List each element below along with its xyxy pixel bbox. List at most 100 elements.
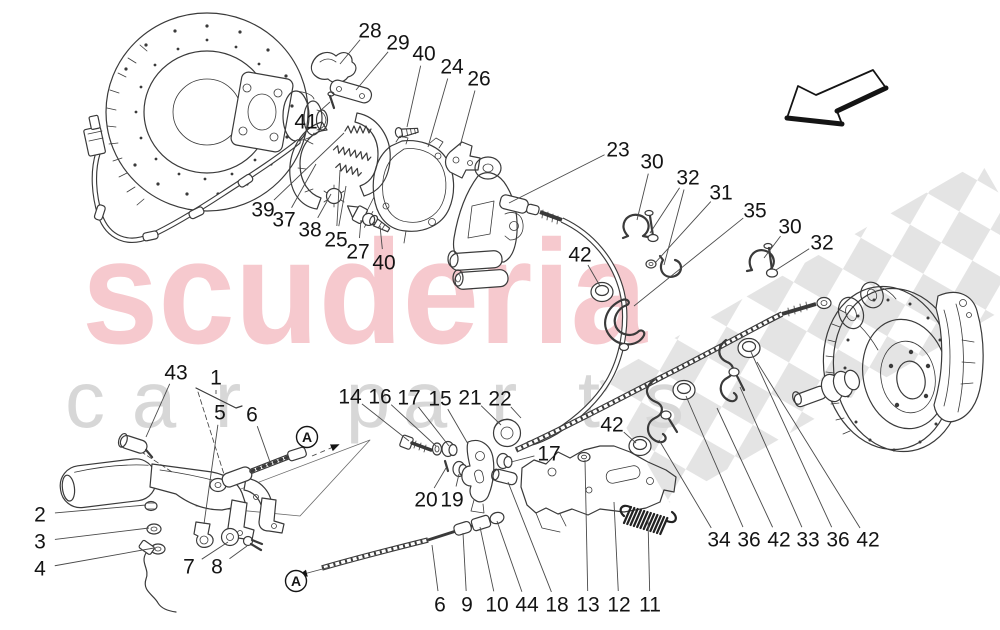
abs-sensor-cable: [83, 114, 301, 243]
checkered-flag-watermark: [599, 161, 1000, 503]
part-number-label: 11: [639, 594, 661, 617]
leader-line: [587, 264, 601, 287]
leader-line: [663, 189, 685, 266]
cable-guide-hardware: [628, 337, 761, 457]
part-number-label: 23: [606, 139, 629, 162]
watermark-letter: t: [578, 355, 600, 444]
leader-line: [317, 101, 331, 114]
leader-line: [510, 455, 535, 463]
suspension-knuckle: [447, 156, 524, 290]
front-brake-disc: [83, 12, 329, 243]
part-number-label: 40: [372, 252, 395, 275]
leader-line: [145, 383, 171, 438]
brake-shoe-assembly: [289, 51, 481, 244]
part-number-label: 30: [640, 151, 663, 174]
leader-line: [739, 386, 803, 528]
part-number-label: 28: [358, 20, 381, 43]
part-number-label: 40: [412, 43, 435, 66]
cable-equalizer: [399, 418, 522, 514]
leader-line: [647, 518, 651, 592]
washer: [220, 527, 240, 547]
part-number-label: 32: [810, 232, 833, 255]
watermark-letter: a: [403, 355, 448, 444]
bolt: [369, 214, 391, 233]
leader-line: [654, 201, 712, 264]
leader-line: [613, 501, 619, 592]
watermark-letter: a: [132, 355, 177, 444]
leader-line: [462, 532, 467, 592]
leader-line: [256, 426, 271, 463]
washer: [431, 442, 443, 456]
part-number-label: 12: [607, 594, 630, 617]
leader-line: [54, 504, 147, 514]
stub-axle: [792, 369, 861, 408]
rear-brake-disc: [792, 281, 984, 453]
part-number-label: 41: [294, 111, 317, 134]
leader-line: [54, 547, 155, 567]
part-number-label: 42: [767, 529, 790, 552]
ferrule: [453, 520, 472, 536]
nut: [489, 511, 505, 525]
part-number-label: 6: [246, 404, 258, 427]
leader-line: [317, 193, 332, 219]
leader-line: [510, 406, 522, 419]
leader-line: [379, 225, 383, 250]
switch-wire: [138, 539, 177, 613]
leader-line: [203, 424, 219, 525]
leader-line: [361, 403, 410, 442]
leader-line: [406, 65, 422, 128]
bolt: [660, 410, 672, 420]
part-number-label: 19: [440, 489, 463, 512]
leader-line: [390, 404, 437, 447]
return-spring-upper: [344, 125, 372, 134]
leader-line: [649, 187, 680, 234]
leader-line: [455, 473, 460, 487]
tie-rod: [195, 387, 243, 409]
clevis: [193, 521, 214, 548]
retainer-hook: [604, 298, 646, 346]
cable-clips: [590, 209, 779, 352]
brake-shoe-right: [354, 112, 391, 197]
part-number-label: 27: [346, 241, 369, 264]
handbrake-cable-rear: [514, 296, 832, 453]
adjuster-star-wheel: [323, 184, 345, 208]
part-number-label: 35: [743, 200, 766, 223]
leader-line: [338, 185, 347, 227]
leader-line: [418, 406, 450, 447]
part-number-label: 25: [324, 229, 347, 252]
leader-line: [507, 481, 552, 593]
part-number-label: 36: [737, 529, 760, 552]
washer: [146, 523, 162, 535]
section-marker-label: A: [291, 573, 301, 589]
part-number-label: 44: [515, 594, 539, 617]
part-number-label: 8: [211, 556, 223, 579]
leader-line: [355, 51, 389, 91]
front-cable: [209, 446, 307, 493]
leader-line: [716, 407, 773, 528]
pin: [327, 91, 336, 110]
brake-shoe-left: [289, 121, 328, 210]
part-number-label: 31: [709, 182, 732, 205]
part-number-label: 7: [183, 556, 195, 579]
leader-line: [763, 235, 781, 259]
part-number-label: 2: [34, 504, 46, 527]
section-marker-circle: [284, 569, 308, 593]
part-number-label: 4: [34, 558, 46, 581]
hook-lever: [718, 338, 738, 403]
leader-line: [433, 467, 447, 489]
leader-line: [775, 248, 810, 271]
part-number-label: 36: [826, 529, 849, 552]
leader-line: [447, 408, 469, 445]
section-marker-layer: AA: [284, 425, 340, 593]
part-number-label: 24: [440, 56, 464, 79]
part-number-label: 14: [338, 386, 362, 409]
part-number-label: 17: [537, 443, 560, 466]
part-number-label: 5: [214, 402, 226, 425]
leader-line: [339, 39, 361, 65]
spring-clip: [242, 535, 264, 552]
part-number-label: 13: [576, 594, 599, 617]
pivot-pin: [117, 432, 154, 459]
leader-line: [584, 459, 589, 592]
part-number-label: 15: [428, 388, 451, 411]
